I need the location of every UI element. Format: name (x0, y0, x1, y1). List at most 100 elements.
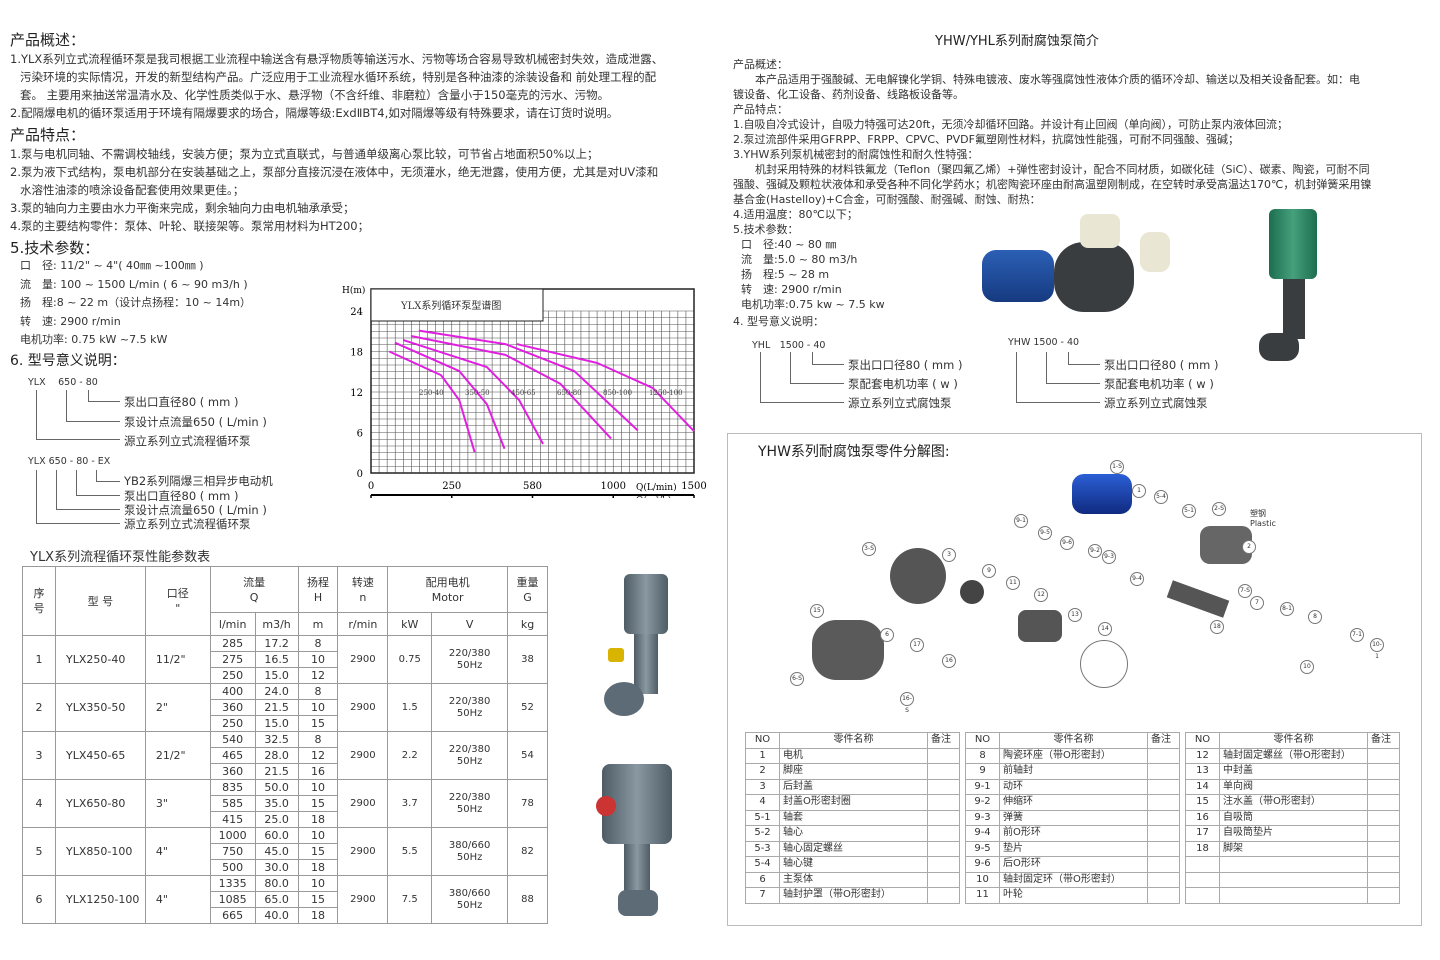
tech-line: 电机功率: 0.75 kW ~7.5 kW (20, 333, 168, 346)
curve-label: 1250-100 (649, 389, 683, 397)
part-number-tag: 1-S (1110, 460, 1124, 474)
y-tick-label: 6 (357, 429, 363, 440)
flow-lmin: 500 (209, 859, 256, 876)
feature-line: 2.泵过流部件采用GFRPP、FRPP、CPVC、PVDF氟塑刚性材料，抗腐蚀性… (733, 133, 1239, 146)
flow-m3h: 65.0 (254, 891, 299, 908)
part-remark (1367, 887, 1400, 904)
row-bore: 21/2" (144, 731, 211, 780)
part-number-tag: 8 (1308, 610, 1322, 624)
feature-line: 1.自吸自冷式设计，自吸力特强可达20ft，无须冷却循环回路。并设计有止回阀（单… (733, 118, 1288, 131)
overview-line: 套。 主要用来抽送常温清水及、化学性质类似于水、悬浮物（不含纤维、非磨粒）含量小… (20, 88, 610, 102)
part-name: 脚座 (779, 763, 928, 780)
part-remark (1367, 778, 1400, 795)
row-speed: 2900 (337, 731, 389, 780)
part-remark (1367, 871, 1400, 888)
part-no: 16 (1185, 809, 1220, 826)
flow-m3h: 17.2 (254, 635, 299, 652)
model-code: YLX 650 - 80 - EX (28, 456, 111, 467)
row-no: 1 (22, 635, 56, 684)
part-remark (927, 778, 960, 795)
model-legend-item: YB2系列隔爆三相异步电动机 (124, 474, 273, 488)
plastic-label: 塑钢 Plastic (1250, 509, 1276, 528)
part-name: 电机 (779, 747, 928, 764)
head-m: 8 (297, 683, 339, 700)
table-title: YLX系列流程循环泵性能参数表 (30, 550, 211, 565)
row-bore: 4" (144, 827, 211, 876)
vertical-corrosion-pump-photo (1255, 205, 1335, 365)
row-kw: 2.2 (387, 731, 433, 780)
model-legend-item: 泵出口口径80 ( mm ) (848, 358, 963, 372)
part-no: 9-1 (965, 778, 1000, 795)
motor-label: 配用电机 (425, 575, 470, 589)
part-remark (1367, 809, 1400, 826)
frequency: 50Hz (456, 899, 483, 911)
part-number-tag: 17 (910, 638, 924, 652)
frequency: 50Hz (456, 659, 483, 671)
row-weight: 38 (507, 635, 548, 684)
part-no: 3 (745, 778, 780, 795)
part-number-tag: 6-S (790, 672, 804, 686)
part-no: 17 (1185, 825, 1220, 842)
header-remark: 备注 (1367, 732, 1400, 749)
x-axis-label: Q(L/min) (636, 482, 677, 493)
head-m: 15 (297, 715, 339, 732)
horizontal-pump-photo (980, 212, 1185, 322)
model-heading: 4. 型号意义说明： (733, 315, 824, 328)
part-no: 8 (965, 747, 1000, 764)
flow-lmin: 835 (209, 779, 256, 796)
part-no: 9-3 (965, 809, 1000, 826)
head-m: 15 (297, 891, 339, 908)
unit-rmin: r/min (337, 612, 389, 636)
performance-curve (388, 350, 476, 453)
unit-kw: kW (387, 612, 433, 636)
model-legend-item: 泵配套电机功率 ( w ) (1104, 377, 1214, 391)
model-code: YHL 1500 - 40 (752, 340, 826, 351)
flow-m3h: 15.0 (254, 715, 299, 732)
part-number-tag: 9-5 (1038, 526, 1052, 540)
part-name (1219, 856, 1368, 873)
part-remark (1147, 747, 1180, 764)
part-number-tag: 7-S (1238, 584, 1252, 598)
part-number-tag: 3-S (862, 542, 876, 556)
parts-row (1185, 871, 1400, 888)
part-number-tag: 9-3 (1102, 550, 1116, 564)
part-remark (1367, 856, 1400, 873)
part-no: 13 (1185, 763, 1220, 780)
part-name: 前轴封 (999, 763, 1148, 780)
feature-line: 基合金(Hastelloy)+C合金，可耐强酸、耐强碱、耐蚀、耐热： (733, 193, 1041, 206)
part-number-tag: 9-6 (1060, 536, 1074, 550)
part-number-tag: 2 (1242, 540, 1256, 554)
performance-curve (516, 343, 695, 432)
model-legend-item: 泵设计点流量650 ( L/min ) (124, 415, 267, 429)
row-model: YLX1250-100 (54, 875, 146, 924)
flow-lmin: 360 (209, 699, 256, 716)
overview-line: 1.YLX系列立式流程循环泵是我司根据工业流程中输送含有悬浮物质等输送污水、污物… (10, 52, 664, 66)
y-tick-label: 24 (350, 307, 363, 318)
tech-line: 转 速: 2900 r/min (20, 314, 121, 328)
part-no: 5-3 (745, 840, 780, 857)
exploded-title: YHW系列耐腐蚀泵零件分解图: (758, 444, 950, 460)
flow-lmin: 665 (209, 907, 256, 924)
part-name: 轴心 (779, 825, 928, 842)
part-remark (927, 794, 960, 811)
part-remark (927, 871, 960, 888)
part-number-tag: 13 (1068, 608, 1082, 622)
row-no: 2 (22, 683, 56, 732)
row-model: YLX350-50 (54, 683, 146, 732)
tech-heading: 5.技术参数： (10, 239, 100, 257)
overview-line: 镀设备、化工设备、药剂设备、线路板设备等。 (733, 88, 964, 101)
y-tick-label: 12 (350, 388, 363, 399)
overview-line: 本产品适用于强酸碱、无电解镍化学铜、特殊电镀液、废水等强腐蚀性液体介质的循环冷却… (733, 73, 1360, 86)
part-name: 轴封护罩（带O形密封） (779, 887, 928, 904)
part-remark (1147, 763, 1180, 780)
